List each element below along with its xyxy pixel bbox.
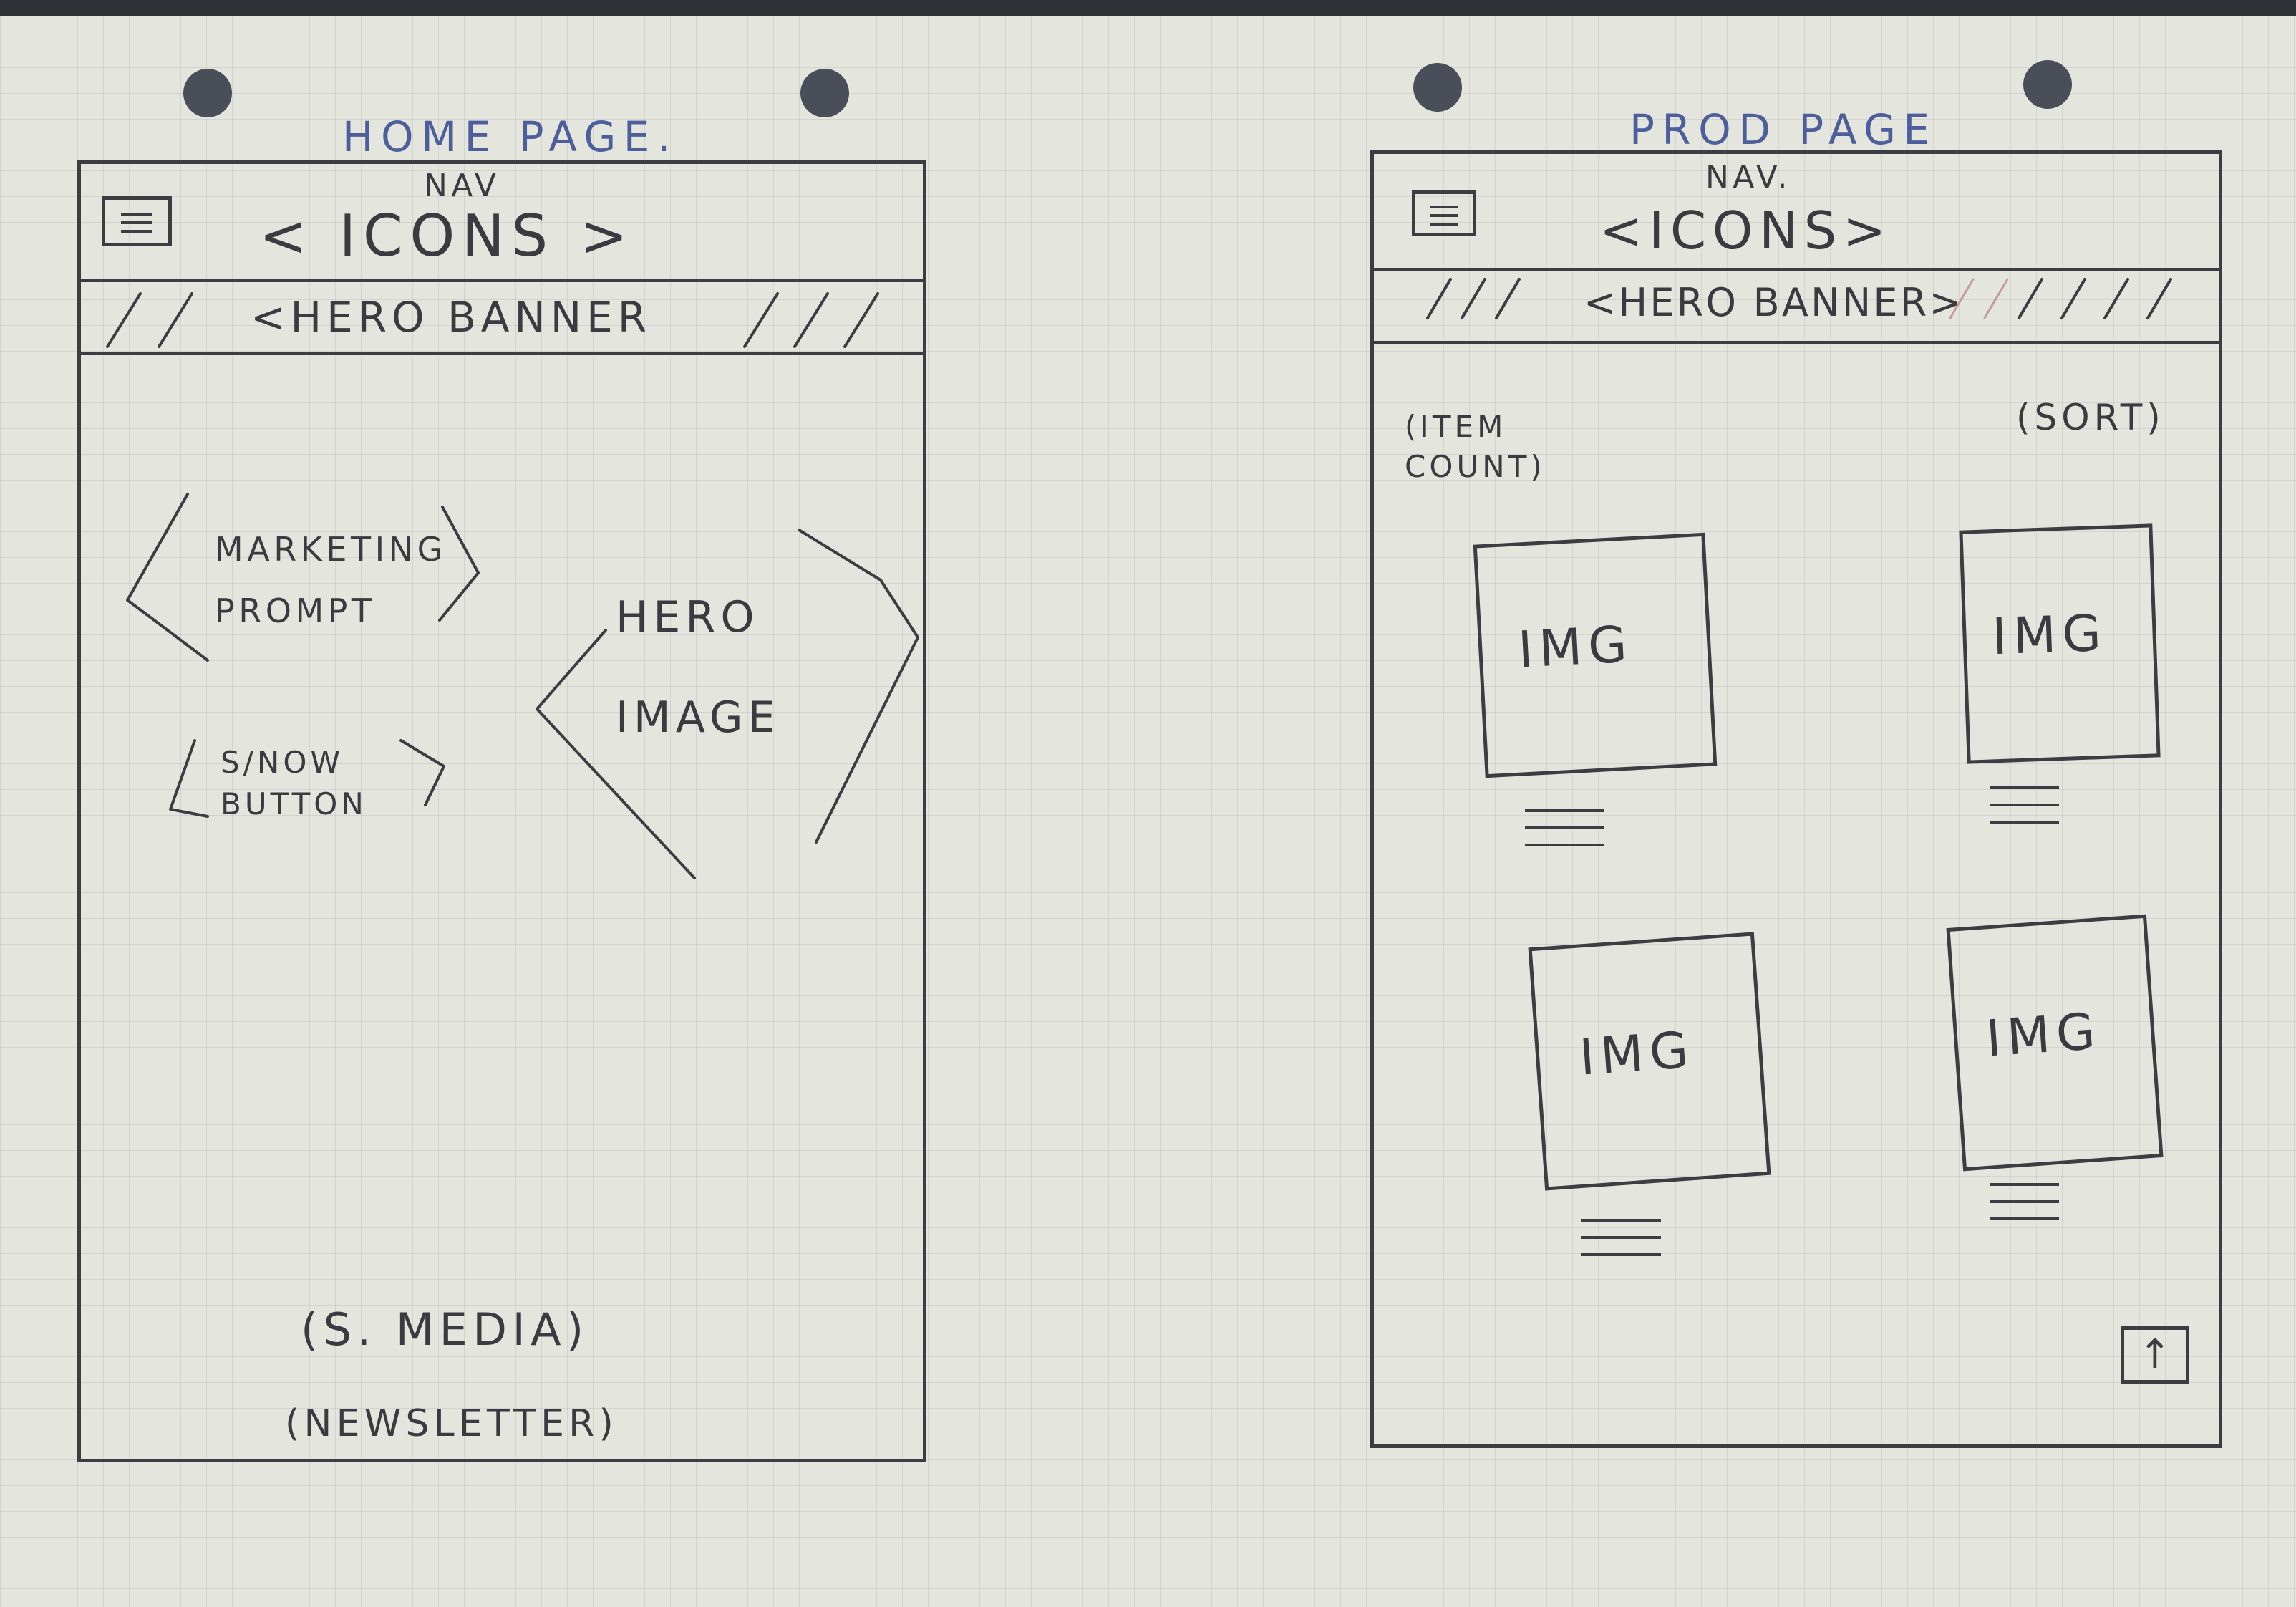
home-page-title: HOME PAGE. — [342, 112, 678, 161]
notebook-page: HOME PAGE. NAV < ICONS > <HERO BANNER MA… — [0, 16, 2296, 1607]
hatch-mark — [106, 292, 142, 348]
product-card-caption — [1525, 809, 1604, 861]
product-card-caption — [1990, 786, 2059, 838]
home-newsletter: (NEWSLETTER) — [285, 1402, 619, 1445]
hatch-mark — [1949, 278, 1975, 319]
product-phone-frame — [1370, 150, 2222, 1448]
hatch-mark — [2060, 278, 2086, 319]
hatch-mark — [1495, 278, 1521, 319]
binder-hole — [1413, 63, 1462, 112]
hatch-mark — [793, 292, 829, 348]
bracket-right — [399, 739, 445, 806]
hatch-mark — [158, 292, 193, 348]
bracket-left — [126, 493, 209, 662]
home-nav-divider — [80, 279, 925, 282]
hatch-mark — [1983, 278, 2009, 319]
home-nav-note: NAV — [424, 168, 500, 204]
home-shop-now-button: S/NOW BUTTON — [221, 745, 367, 821]
product-banner-divider — [1373, 341, 2221, 344]
hatch-mark — [1426, 278, 1452, 319]
hatch-mark — [1461, 278, 1486, 319]
home-banner-divider — [80, 352, 925, 355]
product-page-title: PROD PAGE — [1629, 105, 1937, 154]
hatch-mark — [843, 292, 879, 348]
product-nav-divider — [1373, 268, 2221, 271]
product-nav-icons: <ICONS> — [1599, 201, 1892, 261]
home-hero-banner: <HERO BANNER — [251, 293, 651, 342]
product-nav-note: NAV. — [1705, 159, 1791, 196]
binder-hole — [2023, 60, 2072, 109]
product-menu-icon — [1412, 190, 1476, 236]
product-item-count: (ITEM COUNT) — [1405, 409, 1546, 484]
product-sort: (SORT) — [2016, 397, 2165, 438]
product-hero-banner: <HERO BANNER> — [1584, 280, 1964, 325]
back-to-top-icon: ↑ — [2121, 1326, 2189, 1384]
home-menu-icon — [102, 196, 172, 246]
binder-hole — [183, 69, 232, 117]
hatch-mark — [743, 292, 779, 348]
hatch-mark — [2146, 278, 2172, 319]
home-phone-frame — [77, 160, 926, 1462]
binder-hole — [800, 69, 849, 117]
hatch-mark — [2018, 278, 2043, 319]
home-social-media: (S. MEDIA) — [301, 1303, 589, 1356]
bracket-left — [169, 739, 209, 818]
product-card-caption — [1990, 1183, 2059, 1235]
home-nav-icons: < ICONS > — [259, 203, 635, 269]
hatch-mark — [2103, 278, 2129, 319]
bracket-left — [536, 629, 696, 879]
home-marketing-prompt: MARKETING PROMPT — [215, 530, 447, 630]
home-hero-image: HERO IMAGE — [616, 592, 780, 743]
product-card-caption — [1581, 1219, 1661, 1270]
bracket-right — [438, 506, 480, 622]
bracket-right — [798, 529, 919, 844]
